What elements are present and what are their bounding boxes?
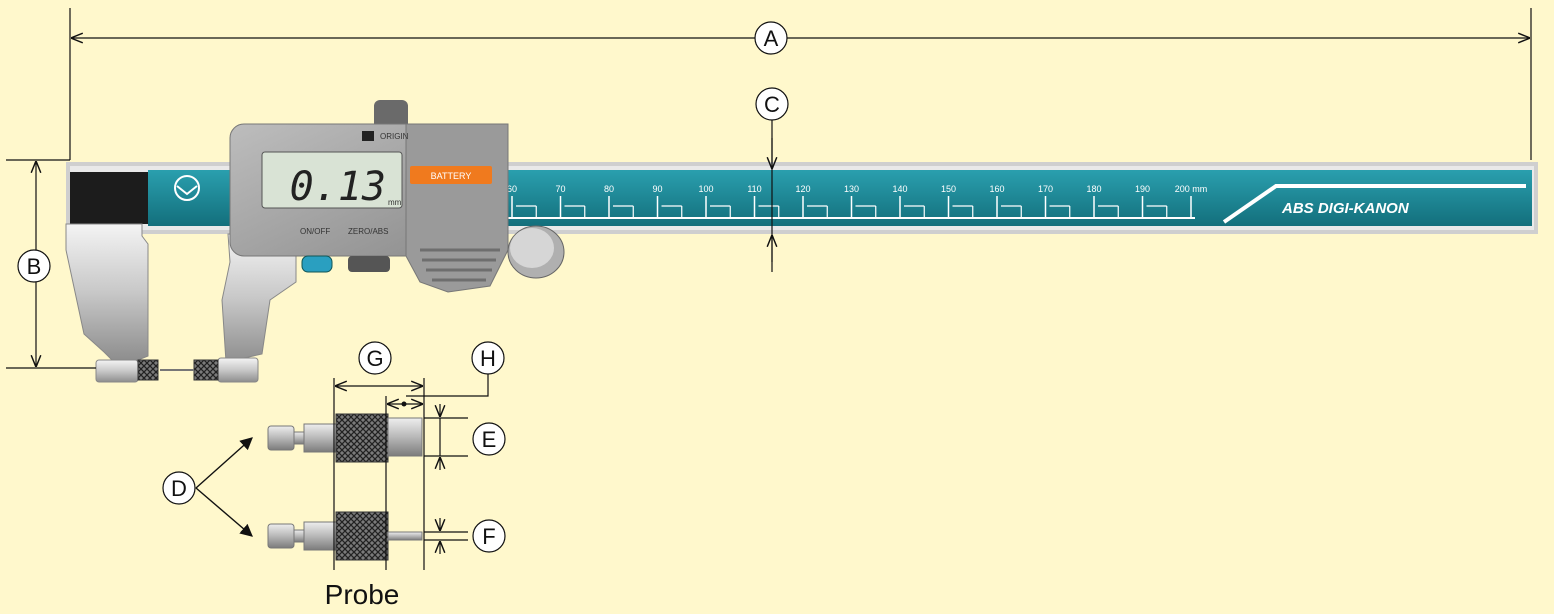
label-g: G [366, 346, 383, 371]
label-d: D [171, 476, 187, 501]
battery-label: BATTERY [431, 171, 472, 181]
scale-label: 150 [941, 184, 956, 194]
probe-caption: Probe [325, 579, 400, 610]
dimension-e: E [424, 404, 506, 470]
origin-button[interactable] [362, 131, 374, 141]
scale-label: 160 [989, 184, 1004, 194]
scale-label: 180 [1086, 184, 1101, 194]
scale-label: 190 [1135, 184, 1150, 194]
dimension-a: A [69, 8, 1532, 160]
scale-label: 90 [652, 184, 662, 194]
grip-ridges [420, 248, 500, 282]
lcd-unit: mm [388, 198, 402, 207]
label-h: H [480, 346, 496, 371]
origin-label: ORIGIN [380, 132, 409, 141]
display-body: ORIGIN 0.13 mm BATTERY ON/OFF ZERO/ABS [229, 100, 565, 293]
dimension-f: F [424, 518, 506, 554]
brand-label: ABS DIGI-KANON [1281, 200, 1410, 217]
label-b: B [27, 254, 42, 279]
dimension-c: C [755, 87, 789, 272]
scale-label: 170 [1038, 184, 1053, 194]
zero-abs-button[interactable] [348, 256, 390, 272]
label-e: E [482, 427, 497, 452]
onoff-button[interactable] [301, 255, 333, 273]
scale-label: 120 [795, 184, 810, 194]
probe-upper [267, 413, 423, 463]
scale-label: 130 [844, 184, 859, 194]
label-f: F [482, 524, 495, 549]
probe-lower [267, 511, 423, 561]
scale-label: 140 [892, 184, 907, 194]
dimension-h: H [388, 341, 505, 407]
scale-label: 70 [555, 184, 565, 194]
zero-abs-label: ZERO/ABS [348, 227, 388, 236]
scale-label: 80 [604, 184, 614, 194]
dimension-b: B [6, 159, 96, 369]
scale-label: 200 mm [1175, 184, 1208, 194]
thumb-roller[interactable] [507, 225, 565, 279]
beam-end-cap [70, 172, 148, 224]
dimension-g: G [333, 341, 425, 570]
lcd-screen [261, 151, 403, 209]
beam-scale: 60 70 80 90 100 110 120 130 140 150 160 170 180 190 20… [507, 184, 1208, 219]
scale-label: 100 [698, 184, 713, 194]
label-a: A [764, 26, 779, 51]
scale-label: 60 [507, 184, 517, 194]
battery-badge [410, 166, 492, 184]
label-c: C [764, 92, 780, 117]
sliding-jaw [160, 233, 297, 383]
scale-label: 110 [747, 184, 761, 194]
lcd-reading: 0.13 [290, 164, 386, 210]
onoff-label: ON/OFF [300, 227, 330, 236]
fixed-jaw [65, 223, 159, 383]
label-d-pointer: D [162, 437, 253, 537]
brand-logo-icon [174, 175, 200, 201]
